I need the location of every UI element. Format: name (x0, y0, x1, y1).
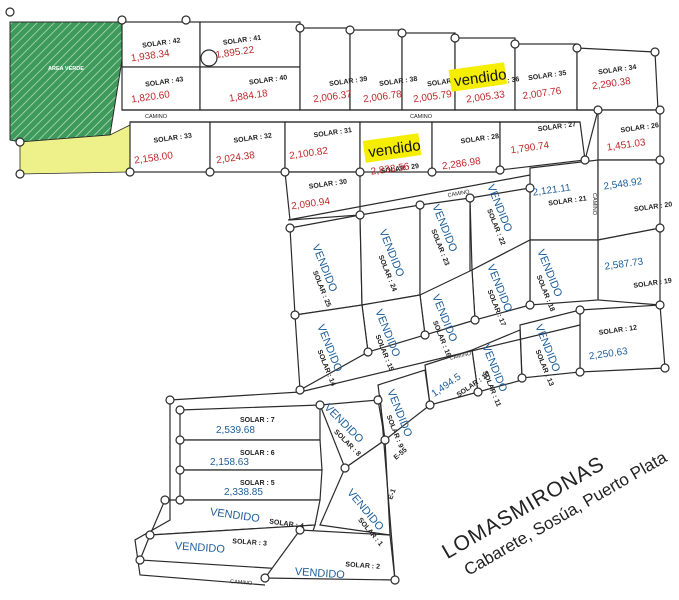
lot-3: VENDIDO SOLAR : 3 (174, 538, 267, 556)
area-verde-label: AREA VERDE (48, 66, 84, 72)
svg-text:2,250.63: 2,250.63 (588, 346, 629, 362)
svg-text:2,338.85: 2,338.85 (224, 487, 263, 498)
lot-35: SOLAR : 35 2,007.76 (522, 70, 567, 102)
svg-text:1,895.22: 1,895.22 (215, 45, 256, 61)
svg-text:2,286.98: 2,286.98 (441, 156, 482, 172)
svg-text:2,833.56: 2,833.56 (370, 161, 411, 177)
svg-text:1,451.03: 1,451.03 (606, 137, 647, 153)
svg-text:2,290.38: 2,290.38 (591, 76, 632, 92)
lot-5: SOLAR : 5 2,338.85 (224, 480, 275, 498)
svg-text:2,587.73: 2,587.73 (604, 256, 645, 272)
svg-text:2,158.00: 2,158.00 (134, 150, 175, 166)
right-lots (529, 159, 666, 373)
road-label: CAMINO (449, 351, 472, 362)
road-label: CAMINO (591, 193, 597, 216)
bottom-lots (139, 399, 396, 581)
svg-text:1,884.18: 1,884.18 (228, 88, 269, 104)
svg-text:2,007.76: 2,007.76 (522, 86, 563, 102)
svg-text:1,790.74: 1,790.74 (510, 140, 551, 156)
svg-text:SOLAR : 7: SOLAR : 7 (240, 417, 275, 424)
svg-text:SOLAR : 5: SOLAR : 5 (240, 480, 275, 487)
road-labels: CAMINO CAMINO CAMINO CAMINO CAMINO CAMIN… (145, 114, 597, 587)
svg-text:SOLAR : 2: SOLAR : 2 (345, 561, 380, 570)
marker-e1: E-1 (387, 488, 397, 501)
svg-text:VENDIDO: VENDIDO (174, 540, 225, 555)
lot-7: SOLAR : 7 2,539.68 (216, 417, 275, 436)
roads (122, 109, 599, 586)
svg-text:1,938.34: 1,938.34 (130, 48, 171, 64)
lot-29: SOLAR : 29 2,833.56 (370, 161, 420, 177)
road-label: CAMINO (145, 114, 168, 120)
svg-text:2,006.37: 2,006.37 (312, 89, 353, 105)
svg-text:2,005.79: 2,005.79 (412, 89, 453, 105)
title-block: LOMASMIRONAS Cabarete, Sosúa, Puerto Pla… (438, 447, 670, 579)
svg-text:SOLAR : 6: SOLAR : 6 (240, 450, 275, 457)
road-label: CAMINO (447, 189, 470, 199)
svg-text:2,090.94: 2,090.94 (291, 196, 332, 212)
svg-text:2,158.63: 2,158.63 (210, 457, 249, 468)
svg-text:2,005.33: 2,005.33 (465, 89, 506, 105)
top-lots (121, 21, 659, 111)
svg-text:2,121.11: 2,121.11 (532, 182, 572, 198)
road-label: CAMINO (230, 579, 253, 587)
lot-6: SOLAR : 6 2,158.63 (210, 450, 275, 468)
svg-text:SOLAR : 3: SOLAR : 3 (232, 538, 267, 547)
center-lots (289, 187, 581, 442)
area-verde: AREA VERDE (9, 21, 123, 143)
svg-text:2,539.68: 2,539.68 (216, 425, 255, 436)
svg-text:VENDIDO: VENDIDO (294, 566, 345, 581)
vendido-sticky-2: vendido (362, 133, 422, 163)
boundary-nodes (5, 7, 670, 585)
svg-text:SOLAR : 4: SOLAR : 4 (269, 518, 304, 530)
vendido-sticky-1: vendido (448, 62, 508, 92)
svg-text:2,100.82: 2,100.82 (289, 146, 330, 162)
svg-text:1,820.60: 1,820.60 (130, 89, 171, 105)
svg-text:2,024.38: 2,024.38 (216, 150, 257, 166)
svg-text:2,548.92: 2,548.92 (603, 176, 644, 192)
road-label: CAMINO (410, 114, 433, 120)
svg-text:2,006.78: 2,006.78 (362, 89, 403, 105)
marker-e55: E-55 (393, 447, 409, 462)
